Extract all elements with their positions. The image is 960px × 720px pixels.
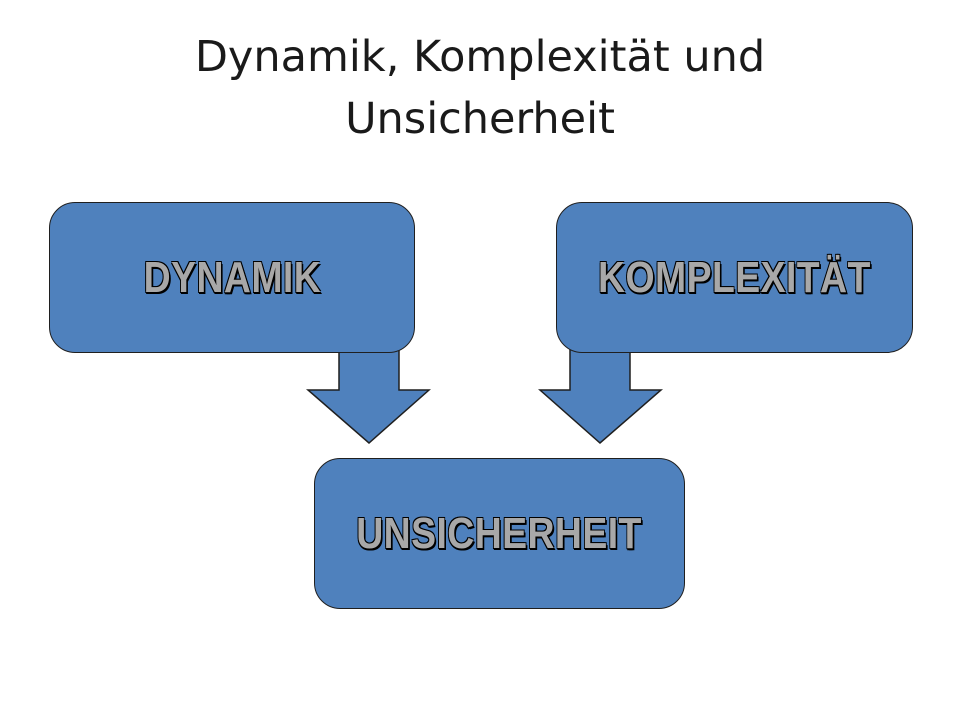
slide-title: Dynamik, Komplexität und Unsicherheit <box>80 26 880 150</box>
down-arrow-icon <box>305 340 431 444</box>
node-komplexitaet: KOMPLEXITÄT <box>556 202 913 353</box>
node-dynamik: DYNAMIK <box>49 202 415 353</box>
slide-title-line-2: Unsicherheit <box>345 94 615 144</box>
node-komplexitaet-label: KOMPLEXITÄT <box>598 252 871 302</box>
node-dynamik-label: DYNAMIK <box>143 252 321 302</box>
slide-title-line-1: Dynamik, Komplexität und <box>194 32 766 82</box>
node-unsicherheit: UNSICHERHEIT <box>314 458 685 609</box>
down-arrow-icon <box>538 340 664 444</box>
node-unsicherheit-label: UNSICHERHEIT <box>356 508 643 558</box>
